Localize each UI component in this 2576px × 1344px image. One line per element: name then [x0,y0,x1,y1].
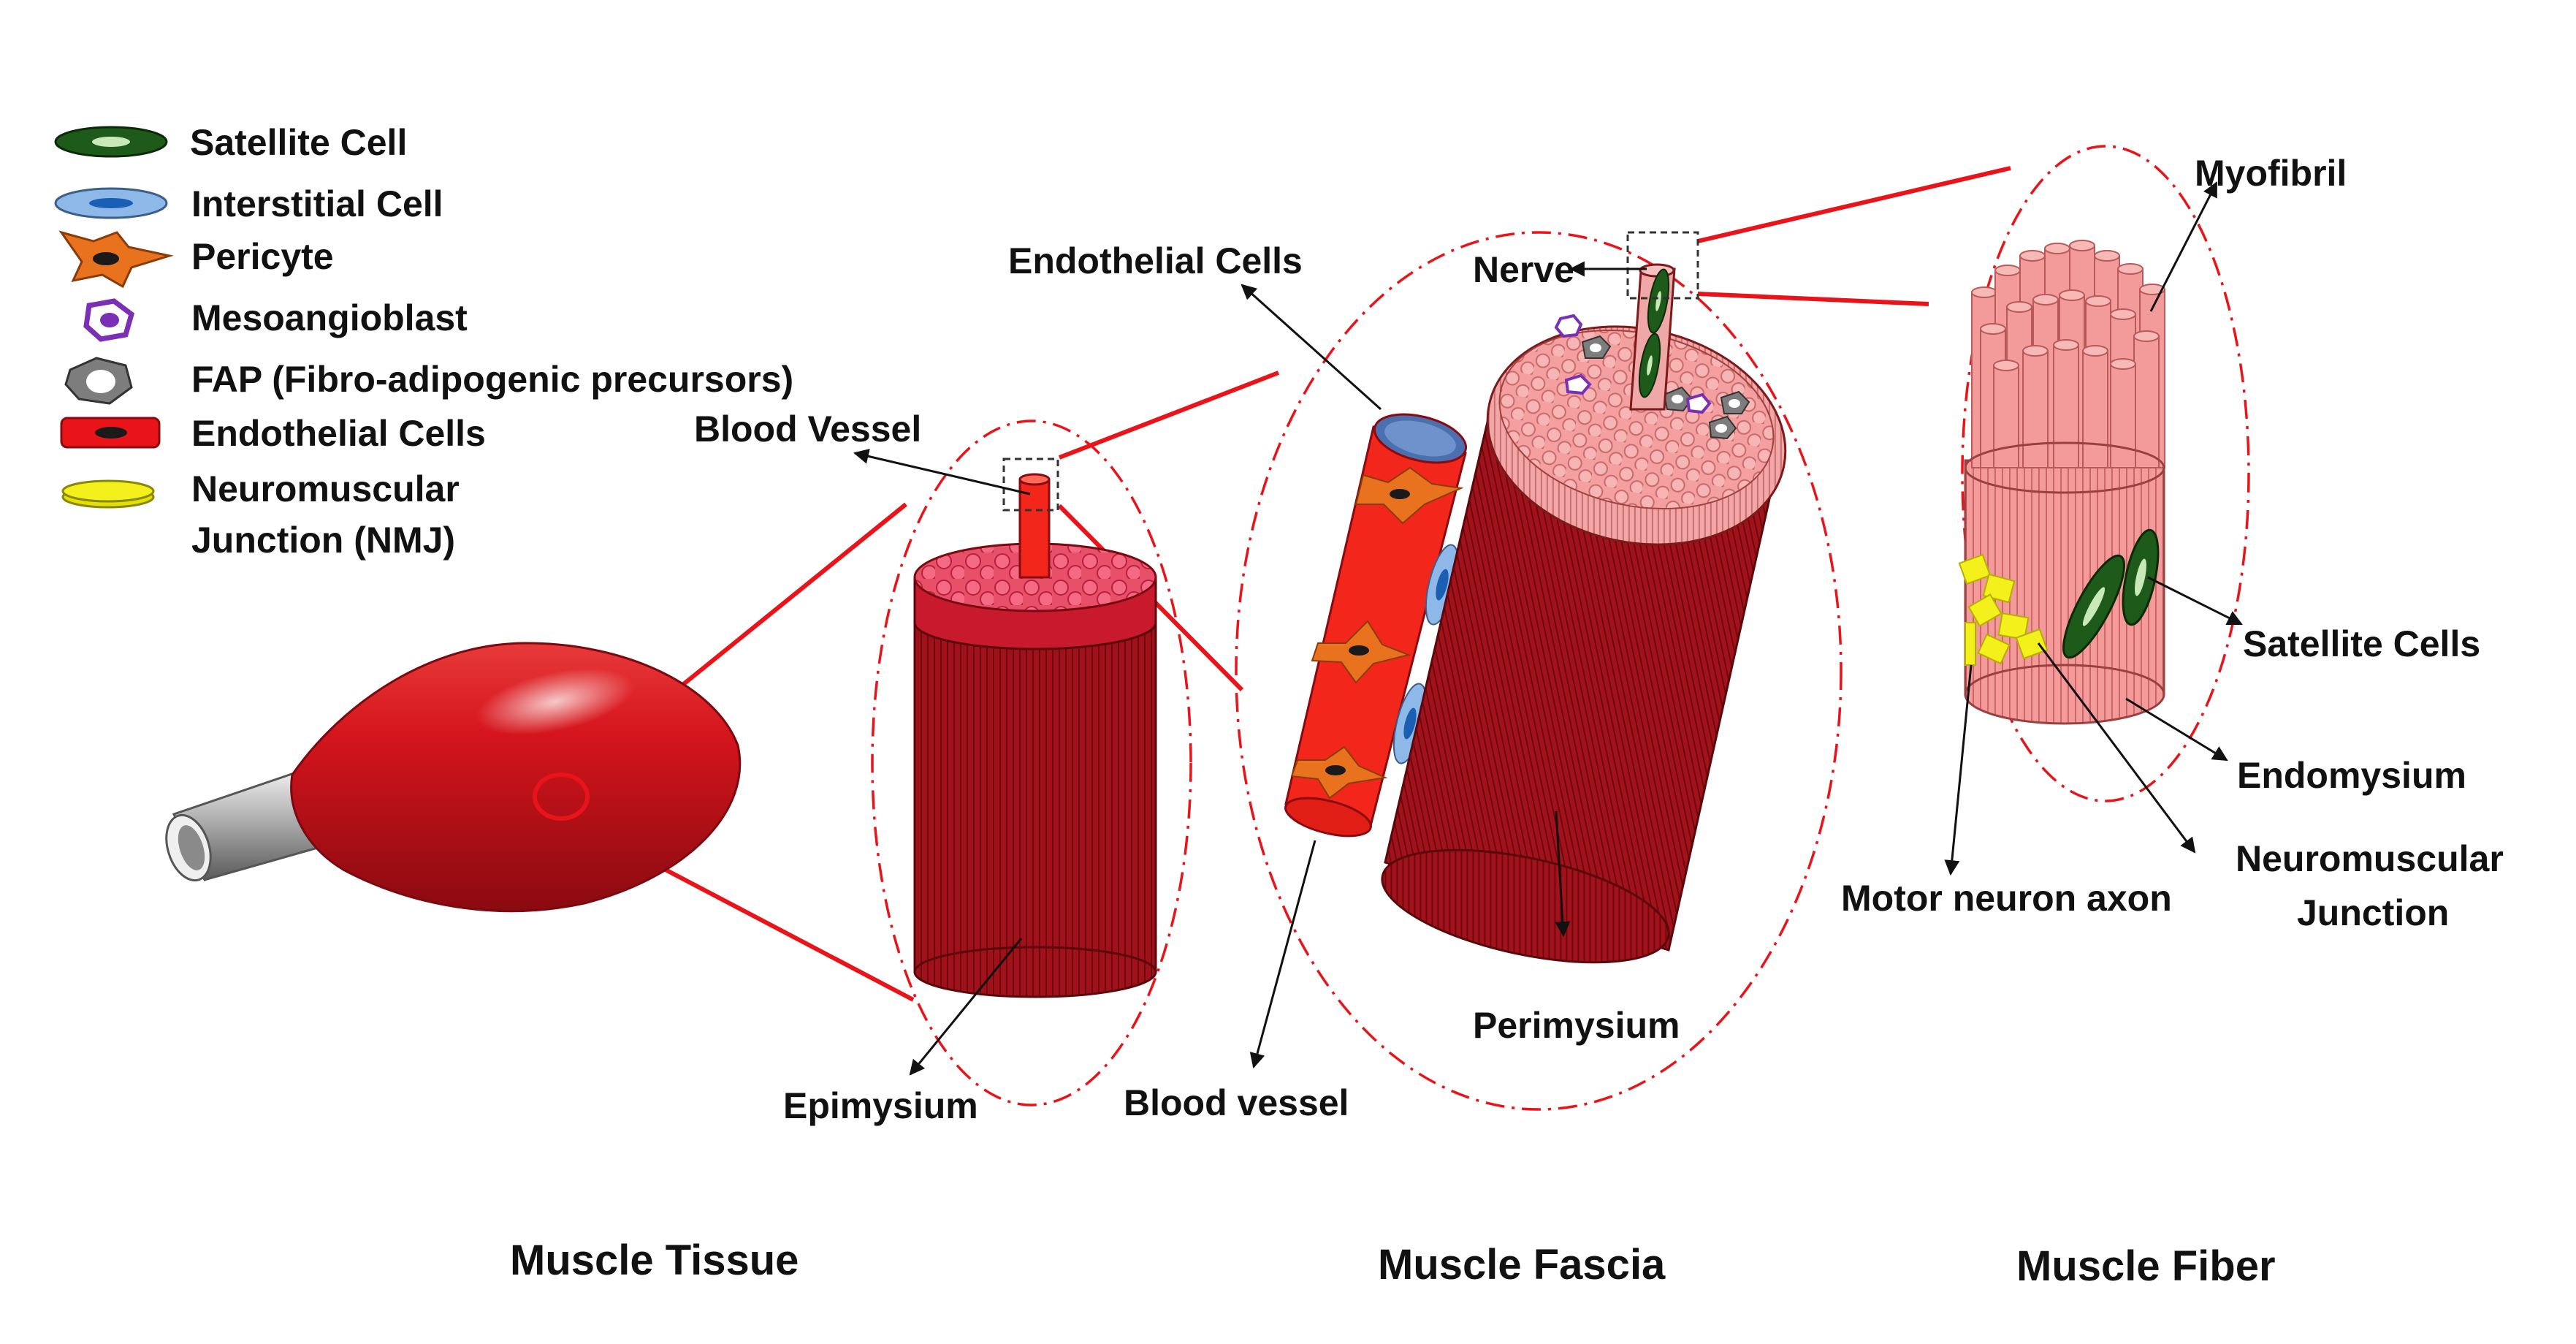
myofibril-cap [2059,289,2085,301]
label-myofibril: Myofibril [2195,153,2347,194]
fap-icon [64,357,133,405]
section-title-muscle-fascia: Muscle Fascia [1378,1241,1666,1288]
label-endothelial-cells: Endothelial Cells [1008,240,1303,281]
whole-muscle [165,642,742,913]
label-neuromuscular-junction-line1: Neuromuscular [2236,838,2504,879]
label-blood-vessel-bottom: Blood vessel [1124,1082,1349,1123]
myofibril-cap [2019,250,2046,262]
legend: Satellite Cell Interstitial Cell Pericyt… [54,122,793,561]
pericyte-icon [58,230,174,289]
callout-labels: Blood Vessel Epimysium Endothelial Cells… [694,153,2504,1126]
myofibril-tube [2022,350,2049,468]
mesoangioblast-icon [83,298,135,342]
muscle-fiber [1958,240,2165,725]
perimysium-fascicle [1381,231,1787,964]
myofibril-cap [1971,286,1997,298]
blood-vessel-large [1284,413,1468,838]
myofibril-cap [2139,284,2165,295]
satellite-cell-icon [54,126,168,158]
label-satellite-cells: Satellite Cells [2243,623,2480,664]
nmj-icon [61,479,155,509]
vessel-pericytes [1290,466,1464,800]
legend-item-nmj: Neuromuscular Junction (NMJ) [61,468,460,561]
fiber-satellite-cells [2062,528,2160,659]
endothelial-cell-icon [60,417,161,449]
fascicle-cells [1554,314,1750,440]
zoom-connectors [561,166,2011,1002]
myofibril-cap [2069,240,2095,251]
vessel-interstitial-cells [1392,544,1460,764]
myofibril-cap [2053,339,2079,351]
legend-label: FAP (Fibro-adipogenic precursors) [191,359,793,400]
legend-label-line1: Neuromuscular [191,468,460,509]
myofibril-tube [2110,363,2136,468]
section-title-muscle-fiber: Muscle Fiber [2016,1242,2276,1290]
myofibril-tube [2082,350,2108,468]
legend-label: Satellite Cell [190,122,407,163]
section-title-muscle-tissue: Muscle Tissue [510,1237,799,1284]
myofibril-cap [2133,330,2160,342]
legend-label-line2: Junction (NMJ) [191,520,455,561]
zoom-box-nerve [1626,231,1699,300]
myofibril-cap [2022,345,2049,357]
legend-label: Endothelial Cells [191,413,486,454]
myofibril-tube [2133,335,2160,468]
legend-item-satellite-cell: Satellite Cell [54,122,407,163]
legend-item-pericyte: Pericyte [58,230,334,289]
label-blood-vessel-top: Blood Vessel [694,409,921,449]
legend-item-mesoangioblast: Mesoangioblast [83,297,468,342]
myofibril-cap [2085,295,2111,307]
label-perimysium: Perimysium [1473,1005,1680,1046]
myofibril-cap [1993,360,2019,371]
myofibril-cap [2044,243,2070,254]
zoom-box-vessel [1002,458,1059,512]
label-neuromuscular-junction-line2: Junction [2297,892,2449,933]
myofibril-tube [2053,344,2079,468]
myofibril-cap [2082,345,2108,357]
myofibril-cap [2094,250,2120,262]
legend-item-endothelial-cells: Endothelial Cells [60,413,486,454]
zoom-region-muscle [533,772,590,821]
label-motor-neuron-axon: Motor neuron axon [1841,878,2172,919]
myofibril-cap [2006,301,2032,313]
fascicle-bundle [913,458,1157,998]
legend-label: Interstitial Cell [191,183,443,224]
myofibrils [1971,240,2165,468]
zoom-ellipse-epimysium [871,419,1192,1106]
interstitial-cell-icon [54,187,168,219]
legend-label: Mesoangioblast [191,297,468,338]
myofibril-cap [2110,308,2136,320]
myofibril-cap [2117,263,2144,275]
label-endomysium: Endomysium [2237,755,2466,796]
nerve [1629,263,1676,411]
legend-item-interstitial-cell: Interstitial Cell [54,183,443,224]
legend-item-fap: FAP (Fibro-adipogenic precursors) [64,357,793,405]
legend-label: Pericyte [191,236,334,277]
zoom-ellipse-fiber [1961,145,2250,802]
myofibril-cap [2110,358,2136,370]
myofibril-cap [2032,294,2059,305]
myofibril-cap [1980,323,2006,335]
myofibril-tube [1993,365,2019,468]
label-epimysium: Epimysium [783,1085,978,1126]
neuromuscular-junction [1958,553,2049,666]
blood-vessel-small [1018,473,1051,579]
section-titles: Muscle Tissue Muscle Fascia Muscle Fiber [510,1237,2276,1290]
muscle-belly [290,642,742,913]
callout-leaders [853,181,2243,1076]
label-nerve: Nerve [1473,249,1574,290]
zoom-ellipse-fascia [1235,231,1843,1111]
myofibril-cap [1994,265,2021,276]
